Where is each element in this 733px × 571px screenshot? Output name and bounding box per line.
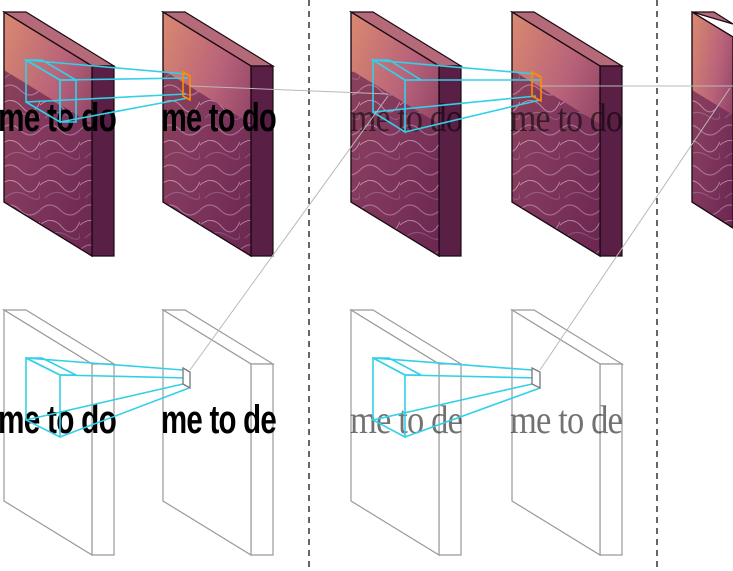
caption-map-6: me to do	[0, 398, 116, 442]
output-unit-bottom-1	[182, 366, 191, 390]
outline-feature-map-2: me to de	[160, 308, 277, 557]
photo-feature-map-3: me to do	[348, 10, 464, 258]
caption-map-9: me to de	[510, 397, 622, 442]
photo-feature-map-5	[691, 10, 733, 229]
caption-map-3: me to do	[350, 95, 462, 140]
photo-feature-map-2: me to do	[160, 10, 277, 258]
photo-feature-map-4: me to do	[509, 10, 625, 258]
output-unit-top-2	[531, 70, 542, 103]
output-unit-top-1	[182, 70, 191, 102]
output-unit-bottom-2	[531, 366, 541, 390]
caption-map-7: me to de	[161, 398, 276, 442]
photo-feature-map-1: me to do	[0, 10, 117, 258]
receptive-field-top-1	[23, 58, 189, 124]
caption-map-1: me to do	[0, 96, 116, 140]
receptive-field-bottom-1	[25, 356, 190, 439]
receptive-field-bottom-2	[372, 356, 541, 439]
outline-feature-map-3: me to de	[348, 308, 463, 557]
caption-map-2: me to do	[161, 96, 276, 140]
receptive-field-top-2	[370, 58, 541, 134]
outline-feature-map-4: me to de	[509, 308, 625, 557]
caption-map-4: me to do	[510, 95, 622, 140]
connector-bottom2-to-top5	[539, 87, 731, 371]
connector-bottom1-to-top3	[189, 95, 389, 371]
outline-feature-map-1: me to do	[0, 308, 117, 557]
connector-top1-to-top3	[189, 85, 389, 95]
